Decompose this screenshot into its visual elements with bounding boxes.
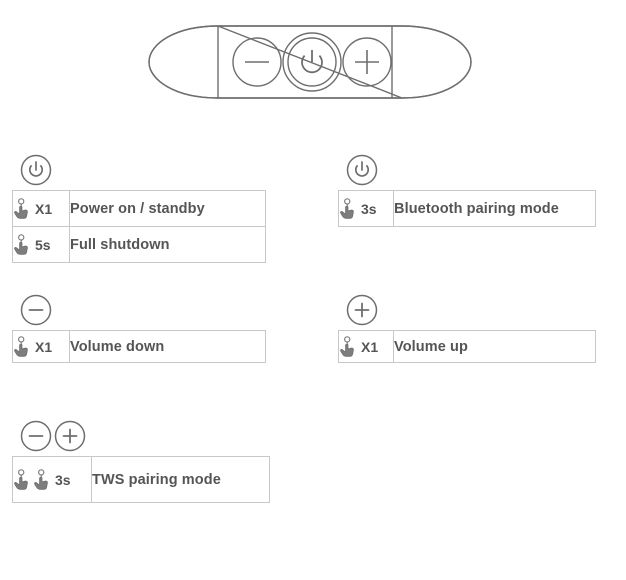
action-description: Volume up (393, 330, 596, 363)
tap-hand-icon (33, 469, 50, 490)
power-icon (346, 154, 378, 186)
tap-hand-icon (339, 336, 356, 357)
gesture-count-label: 3s (361, 200, 377, 217)
table-row: X1 Volume down (12, 330, 266, 363)
plus-icon (54, 420, 86, 452)
gesture-count-label: X1 (35, 338, 53, 355)
control-block-volume-down: X1 Volume down (12, 290, 266, 363)
power-icon (20, 154, 52, 186)
control-block-volume-up: X1 Volume up (338, 290, 596, 363)
action-description: Volume down (69, 330, 266, 363)
button-glyph-row-bluetooth (338, 150, 596, 190)
action-table-volume-down: X1 Volume down (12, 330, 266, 363)
gesture-count-label: X1 (361, 338, 379, 355)
tap-hand-icon (13, 198, 30, 219)
table-row: 3s TWS pairing mode (12, 456, 270, 503)
action-table-power: X1 Power on / standby (12, 190, 266, 263)
action-description: Bluetooth pairing mode (393, 190, 596, 227)
plus-icon (346, 294, 378, 326)
tap-hand-icon (13, 469, 30, 490)
tap-hand-icon (13, 234, 30, 255)
gesture-cell: X1 (12, 330, 70, 363)
button-glyph-row-power (12, 150, 266, 190)
minus-icon (20, 420, 52, 452)
gesture-cell: X1 (12, 190, 70, 227)
gesture-cell: X1 (338, 330, 394, 363)
action-description: TWS pairing mode (91, 456, 270, 503)
action-table-tws: 3s TWS pairing mode (12, 456, 270, 503)
button-glyph-row-volume-up (338, 290, 596, 330)
gesture-cell: 3s (12, 456, 92, 503)
gesture-count-label: X1 (35, 200, 53, 217)
action-table-bluetooth: 3s Bluetooth pairing mode (338, 190, 596, 227)
gesture-count-label: 3s (55, 471, 71, 488)
table-row: X1 Power on / standby (12, 190, 266, 227)
gesture-cell: 5s (12, 226, 70, 263)
table-row: 3s Bluetooth pairing mode (338, 190, 596, 227)
action-table-volume-up: X1 Volume up (338, 330, 596, 363)
gesture-count-label: 5s (35, 236, 51, 253)
action-description: Power on / standby (69, 190, 266, 227)
tap-hand-icon (339, 198, 356, 219)
control-block-power: X1 Power on / standby (12, 150, 266, 263)
button-glyph-row-volume-down (12, 290, 266, 330)
gesture-cell: 3s (338, 190, 394, 227)
device-illustration (145, 24, 475, 100)
tap-hand-icon (13, 336, 30, 357)
table-row: X1 Volume up (338, 330, 596, 363)
action-description: Full shutdown (69, 226, 266, 263)
table-row: 5s Full shutdown (12, 226, 266, 263)
control-block-bluetooth: 3s Bluetooth pairing mode (338, 150, 596, 227)
button-glyph-row-tws (12, 416, 270, 456)
control-block-tws: 3s TWS pairing mode (12, 416, 270, 503)
minus-icon (20, 294, 52, 326)
